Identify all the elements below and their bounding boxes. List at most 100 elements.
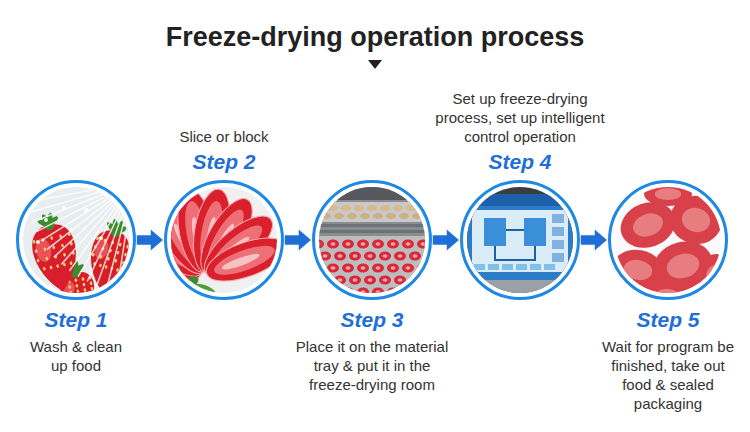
fresh-piece-center (331, 290, 336, 294)
photo-illustration (460, 180, 580, 300)
water-drop (44, 218, 48, 222)
step-label: Step 4 (424, 150, 616, 174)
step-circle: Step 5Wait for program be finished, take… (608, 180, 728, 300)
fresh-piece (387, 288, 399, 297)
fresh-piece-center (353, 254, 358, 258)
strawberry-seed (90, 287, 93, 291)
water-spray (47, 182, 134, 249)
fresh-piece (312, 240, 324, 249)
fresh-piece (312, 264, 324, 273)
rack-bar (312, 224, 432, 227)
flow-arrow (284, 228, 312, 252)
fresh-piece (379, 276, 391, 285)
strawberry-seed (45, 257, 48, 261)
dried-piece (386, 213, 396, 219)
fresh-piece (342, 288, 354, 297)
pointer-triangle (368, 60, 382, 69)
strawberry-seed (89, 281, 92, 285)
screen-button (552, 240, 564, 249)
diagram-title: Freeze-drying operation process (0, 21, 750, 53)
screen-button (516, 264, 527, 270)
fresh-piece-center (331, 266, 336, 270)
photo-illustration (312, 180, 432, 300)
screen-top-bar (465, 194, 575, 206)
strawberry-seed (124, 253, 127, 257)
upper-tray (312, 202, 432, 222)
screen-button (552, 214, 564, 223)
strawberry-seed (96, 237, 99, 241)
dried-slice (698, 254, 728, 298)
fresh-piece-center (406, 242, 411, 246)
strawberry (82, 214, 136, 293)
dried-piece (321, 213, 331, 219)
step-description: Wait for program be finished, take out f… (602, 337, 734, 413)
dried-slice-center (630, 209, 666, 240)
strawberry-seed (75, 284, 78, 288)
fresh-piece (327, 264, 339, 273)
flow-arrow (580, 228, 608, 252)
water-spray (87, 182, 134, 282)
fresh-piece (409, 252, 421, 261)
fresh-piece (409, 276, 421, 285)
strawberry-slice (201, 229, 284, 290)
slice-flesh (211, 240, 278, 281)
fresh-piece (402, 288, 414, 297)
step-label: Step 5 (602, 308, 734, 332)
fresh-piece-center (316, 242, 321, 246)
fresh-piece (342, 264, 354, 273)
fresh-piece-center (428, 254, 433, 258)
step-circle: Slice or blockStep 2 (164, 180, 284, 300)
rack-bar (312, 230, 432, 233)
step-circle: Step 1Wash & clean up food (16, 180, 136, 300)
pipe-line (495, 230, 535, 260)
water-drop (99, 236, 103, 240)
strawberry-seed (68, 285, 71, 289)
fresh-piece-center (346, 290, 351, 294)
water-spray (107, 182, 134, 289)
strawberry-seed (50, 236, 53, 240)
screen-button (544, 264, 555, 270)
fresh-piece-center (406, 266, 411, 270)
step-text-group: Set up freeze-drying process, set up int… (424, 89, 616, 174)
screen-button (552, 253, 564, 262)
fresh-piece (417, 264, 429, 273)
fresh-piece-center (428, 278, 433, 282)
strawberry-seed (74, 278, 77, 282)
photo-illustration (608, 180, 728, 300)
strawberry-seed (83, 294, 86, 298)
screen (465, 194, 575, 280)
strawberry-seed (63, 253, 66, 257)
dried-piece (393, 205, 403, 211)
fresh-piece-center (391, 266, 396, 270)
fresh-piece-center (406, 290, 411, 294)
dried-slice-center (655, 188, 681, 200)
fresh-piece-center (391, 242, 396, 246)
screen-button (552, 227, 564, 236)
photo-illustration (164, 180, 284, 300)
fresh-piece-center (421, 242, 426, 246)
fresh-piece-center (368, 278, 373, 282)
fresh-piece (357, 288, 369, 297)
step-photo (460, 180, 580, 300)
fresh-piece-center (398, 254, 403, 258)
dried-slice (645, 280, 691, 300)
fresh-piece (334, 252, 346, 261)
dried-piece (425, 213, 432, 219)
fresh-piece (394, 252, 406, 261)
strawberry-seed (43, 247, 46, 251)
fresh-piece-center (316, 266, 321, 270)
photo-background (312, 180, 432, 300)
chamber-icon (484, 218, 506, 246)
fresh-piece (357, 240, 369, 249)
dried-piece (380, 205, 390, 211)
fresh-piece-center (338, 254, 343, 258)
fresh-piece-center (421, 290, 426, 294)
strawberry-seed (69, 290, 72, 294)
photo-background (460, 180, 580, 300)
strawberry-seed (34, 249, 37, 253)
dried-piece (334, 213, 344, 219)
fresh-piece-center (376, 266, 381, 270)
slice-skin (201, 229, 284, 290)
fresh-piece (364, 252, 376, 261)
dried-slice-center (679, 205, 713, 236)
